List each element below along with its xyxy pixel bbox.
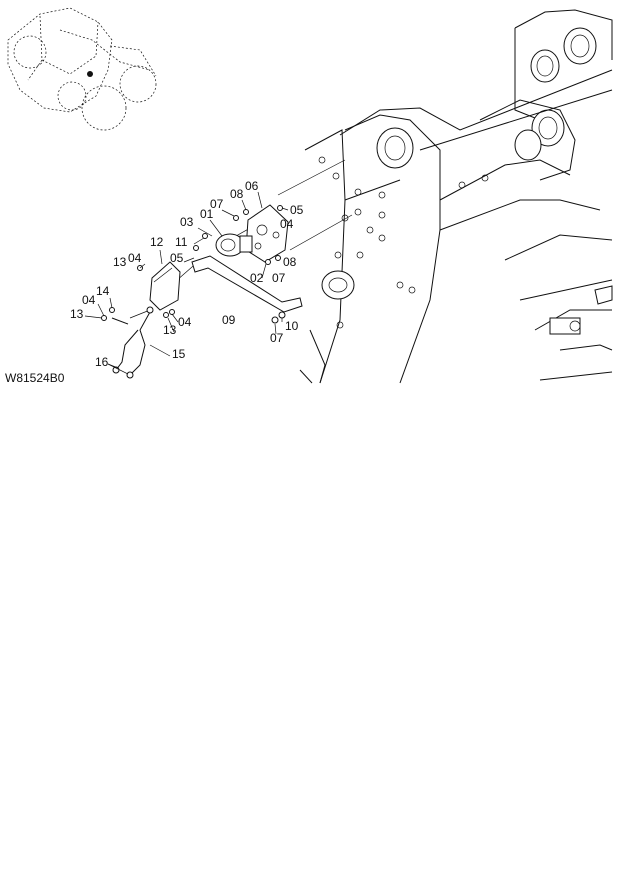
label-04a: 04 <box>280 217 294 231</box>
cover <box>149 261 181 311</box>
frame-bolts <box>318 156 489 329</box>
label-08a: 08 <box>230 187 244 201</box>
callout-labels: 06 08 07 05 03 01 04 11 12 04 13 05 02 0… <box>5 179 304 385</box>
label-08b: 08 <box>283 255 297 269</box>
callout-leaders <box>84 191 289 375</box>
label-09: 09 <box>222 313 236 327</box>
loader-frame <box>299 9 613 384</box>
label-05a: 05 <box>290 203 304 217</box>
label-04c: 04 <box>82 293 96 307</box>
location-marker-icon <box>87 71 93 77</box>
label-03: 03 <box>180 215 194 229</box>
label-13a: 13 <box>113 255 127 269</box>
label-15: 15 <box>172 347 186 361</box>
label-01: 01 <box>200 207 214 221</box>
label-07a: 07 <box>210 197 224 211</box>
drawing-code: W81524B0 <box>5 371 65 385</box>
label-16: 16 <box>95 355 109 369</box>
mounting-plate <box>245 204 289 263</box>
label-05b: 05 <box>170 251 184 265</box>
label-04d: 04 <box>178 315 192 329</box>
link-rod <box>191 255 303 313</box>
label-04b: 04 <box>128 251 142 265</box>
rotary-sensor <box>215 233 253 257</box>
label-02: 02 <box>250 271 264 285</box>
label-10: 10 <box>285 319 299 333</box>
label-13c: 13 <box>163 323 177 337</box>
label-11: 11 <box>175 235 188 249</box>
label-07c: 07 <box>270 331 284 345</box>
label-13b: 13 <box>70 307 84 321</box>
fasteners <box>101 205 286 324</box>
label-07b: 07 <box>272 271 286 285</box>
machine-thumbnail <box>7 7 157 131</box>
label-12: 12 <box>150 235 164 249</box>
wire-harness <box>111 306 154 379</box>
label-14: 14 <box>96 284 110 298</box>
label-06: 06 <box>245 179 259 193</box>
